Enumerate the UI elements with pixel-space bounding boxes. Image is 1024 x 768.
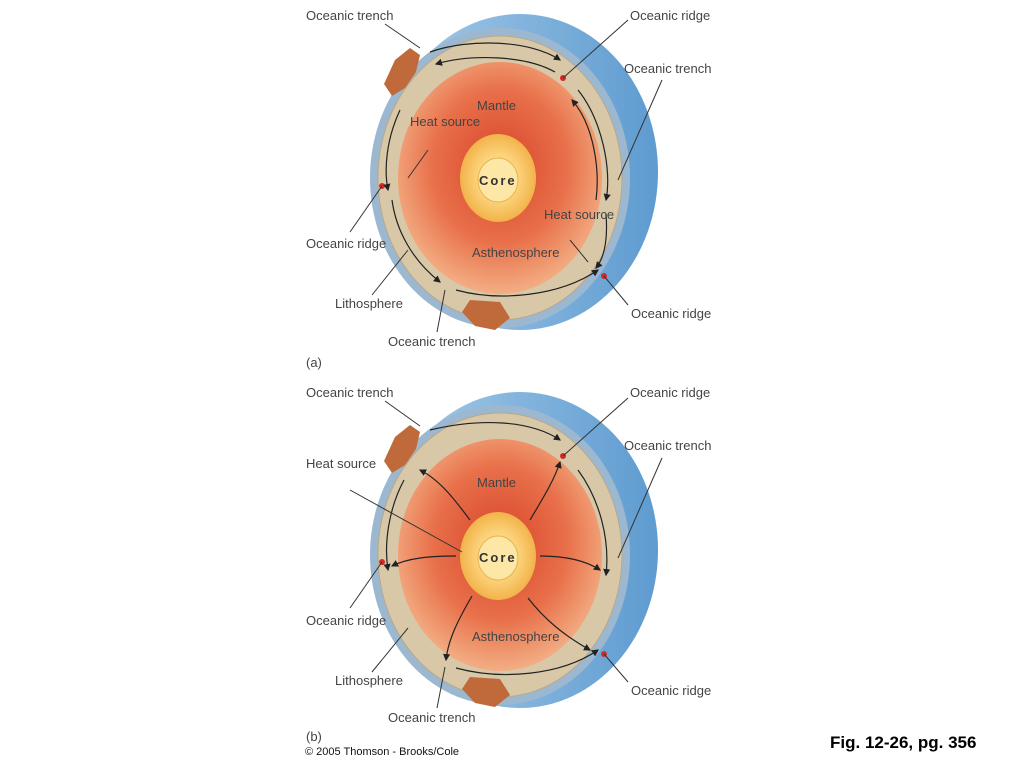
flow-loop-right-lower xyxy=(595,213,608,269)
diagram-a: Oceanic trench Oceanic ridge Oceanic tre… xyxy=(306,8,711,370)
continent-top-left xyxy=(384,425,420,473)
copyright-notice: © 2005 Thomson - Brooks/Cole xyxy=(305,746,460,758)
leader-ridge-top-right xyxy=(562,397,629,457)
diagram-b: Oceanic trench Oceanic ridge Oceanic tre… xyxy=(306,385,711,744)
panel-label-b: (b) xyxy=(306,729,322,744)
label-heat-source-1-text: Heat source xyxy=(410,114,480,129)
label-trench-top-left: Oceanic trench xyxy=(306,8,393,23)
inner-core xyxy=(477,157,519,203)
flow-loop-top xyxy=(429,42,561,61)
label-core: Core xyxy=(479,173,517,188)
label-heat-source: Heat source xyxy=(306,456,376,471)
leader-ridge-top-right xyxy=(562,19,629,79)
flow-bottom xyxy=(455,649,599,676)
label-heat-source-1: Heat source xyxy=(410,114,480,129)
flow-loop-top-return xyxy=(434,56,556,73)
label-trench-bottom: Oceanic trench xyxy=(388,710,475,725)
leader-lithosphere xyxy=(371,249,409,296)
leader-trench-top-left xyxy=(384,400,421,427)
label-core: Core xyxy=(479,550,517,565)
label-mantle: Mantle xyxy=(477,98,516,113)
leader-trench-bottom xyxy=(436,289,446,333)
flow-loop-right xyxy=(577,89,611,202)
flow-loop-left xyxy=(383,109,401,192)
leader-trench-right xyxy=(617,457,663,559)
flow-core-up-left xyxy=(418,469,471,521)
label-ridge-left: Oceanic ridge xyxy=(306,236,386,251)
flow-loop-right-return xyxy=(571,99,598,201)
label-ridge-right-lower: Oceanic ridge xyxy=(631,683,711,698)
label-asthenosphere: Asthenosphere xyxy=(472,245,559,260)
flow-core-down-left xyxy=(443,595,473,662)
flow-core-down-right xyxy=(527,597,592,651)
flow-top xyxy=(429,421,561,441)
leader-ridge-right-lower xyxy=(603,653,629,683)
label-heat-source-2: Heat source xyxy=(544,207,614,222)
label-ridge-right-lower: Oceanic ridge xyxy=(631,306,711,321)
figure-caption: Fig. 12-26, pg. 356 xyxy=(830,733,977,752)
flow-core-right xyxy=(539,555,601,571)
panel-label-a: (a) xyxy=(306,355,322,370)
leader-heat-source xyxy=(349,489,463,553)
label-trench-right: Oceanic trench xyxy=(624,61,711,76)
leader-trench-top-left xyxy=(384,23,421,49)
label-trench-top-left: Oceanic trench xyxy=(306,385,393,400)
flow-core-up-right xyxy=(529,460,562,521)
leader-lithosphere xyxy=(371,627,409,673)
label-ridge-top-right: Oceanic ridge xyxy=(630,8,710,23)
flow-left xyxy=(383,479,405,572)
label-ridge-left: Oceanic ridge xyxy=(306,613,386,628)
label-ridge-top-right: Oceanic ridge xyxy=(630,385,710,400)
label-mantle: Mantle xyxy=(477,475,516,490)
flow-loop-left-lower xyxy=(391,199,441,283)
leader-ridge-left xyxy=(349,185,383,233)
label-lithosphere: Lithosphere xyxy=(335,673,403,688)
label-trench-right: Oceanic trench xyxy=(624,438,711,453)
flow-right xyxy=(577,469,611,577)
inner-core xyxy=(477,535,519,581)
leader-heat-source-1 xyxy=(407,149,429,179)
flow-core-left xyxy=(390,555,457,567)
leader-ridge-right-lower xyxy=(603,275,629,306)
leader-ridge-left xyxy=(349,561,383,609)
continent-top-left xyxy=(384,48,420,96)
label-trench-bottom: Oceanic trench xyxy=(388,334,475,349)
flow-loop-bottom xyxy=(455,269,599,297)
label-lithosphere: Lithosphere xyxy=(335,296,403,311)
leader-trench-bottom xyxy=(436,666,446,709)
label-asthenosphere: Asthenosphere xyxy=(472,629,559,644)
leader-trench-right xyxy=(617,79,663,181)
continent-bottom xyxy=(462,677,510,707)
continent-bottom xyxy=(462,300,510,330)
leader-heat-source-2 xyxy=(569,239,589,263)
